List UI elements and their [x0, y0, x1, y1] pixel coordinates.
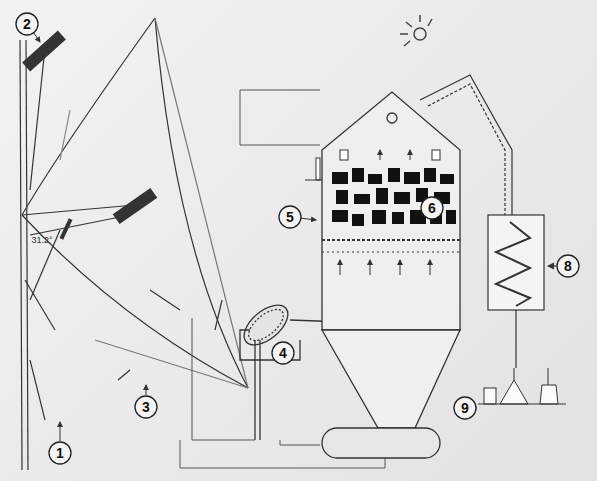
biomass-chunks: [332, 168, 456, 226]
gauges: [300, 150, 440, 220]
mirror-bracket: [60, 218, 73, 240]
grate-and-steam-arrows: [322, 150, 460, 275]
callout-number: 8: [564, 259, 572, 273]
mirror: [22, 30, 66, 71]
callout-number: 6: [428, 201, 436, 215]
angle-label: 31.2°: [32, 236, 53, 245]
sun-symbol: [400, 15, 432, 46]
callout-circles: [16, 13, 579, 464]
collection-glassware: [472, 368, 566, 410]
callout-number: 2: [23, 17, 31, 31]
vapour-pipe: [420, 75, 512, 215]
callout-number: 4: [279, 346, 287, 360]
callout-number: 5: [286, 210, 294, 224]
distillation-column: [322, 92, 460, 458]
callout-number: 9: [461, 401, 469, 415]
mirror: [113, 188, 158, 224]
callout-number: 1: [56, 446, 64, 460]
condenser: [488, 215, 560, 368]
callout-number: 3: [142, 400, 150, 414]
collector-frame: [20, 18, 248, 470]
